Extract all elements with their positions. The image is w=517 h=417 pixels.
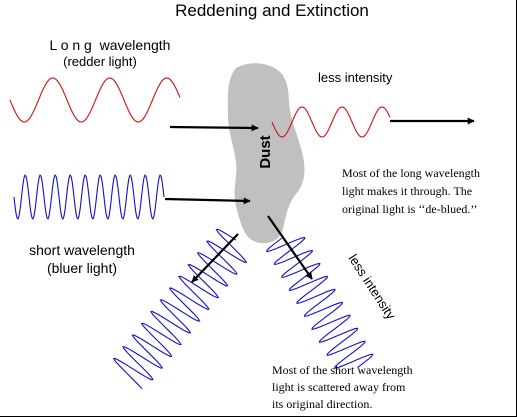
redder-light-label: (redder light)	[63, 54, 137, 69]
arrow-blue-scatter-left	[191, 233, 239, 283]
short-wavelength-label: short wavelength	[29, 242, 135, 258]
note-long-wavelength: Most of the long wavelength light makes …	[342, 166, 483, 216]
note-long-line-3: original light is ‘‘de-blued.’’	[342, 202, 478, 216]
blue-wave-scattered-right	[266, 236, 374, 369]
bluer-light-label: (bluer light)	[47, 260, 117, 276]
note-short-line-2: light is scattered away from	[272, 380, 406, 394]
note-long-line-1: Most of the long wavelength	[342, 166, 480, 180]
note-short-line-3: its original direction.	[272, 397, 372, 411]
blue-wave-scattered-left	[112, 228, 248, 390]
blue-wave-incoming	[13, 174, 165, 220]
red-wave-incoming	[9, 77, 181, 123]
less-intensity-blue-label: less intensity	[345, 251, 398, 322]
arrow-red-incoming	[169, 124, 259, 132]
note-short-line-1: Most of the short wavelength	[272, 363, 413, 377]
less-intensity-red-label: less intensity	[318, 70, 393, 85]
red-wave-transmitted	[271, 106, 391, 138]
dust-label: Dust	[257, 135, 274, 168]
arrow-blue-incoming	[164, 197, 251, 205]
diagram-title: Reddening and Extinction	[175, 1, 369, 20]
arrow-blue-scatter-right	[267, 215, 313, 280]
note-long-line-2: light makes it through. The	[342, 184, 472, 198]
long-wavelength-label: L o n g wavelength	[50, 37, 171, 53]
note-short-wavelength: Most of the short wavelength light is sc…	[272, 363, 416, 411]
